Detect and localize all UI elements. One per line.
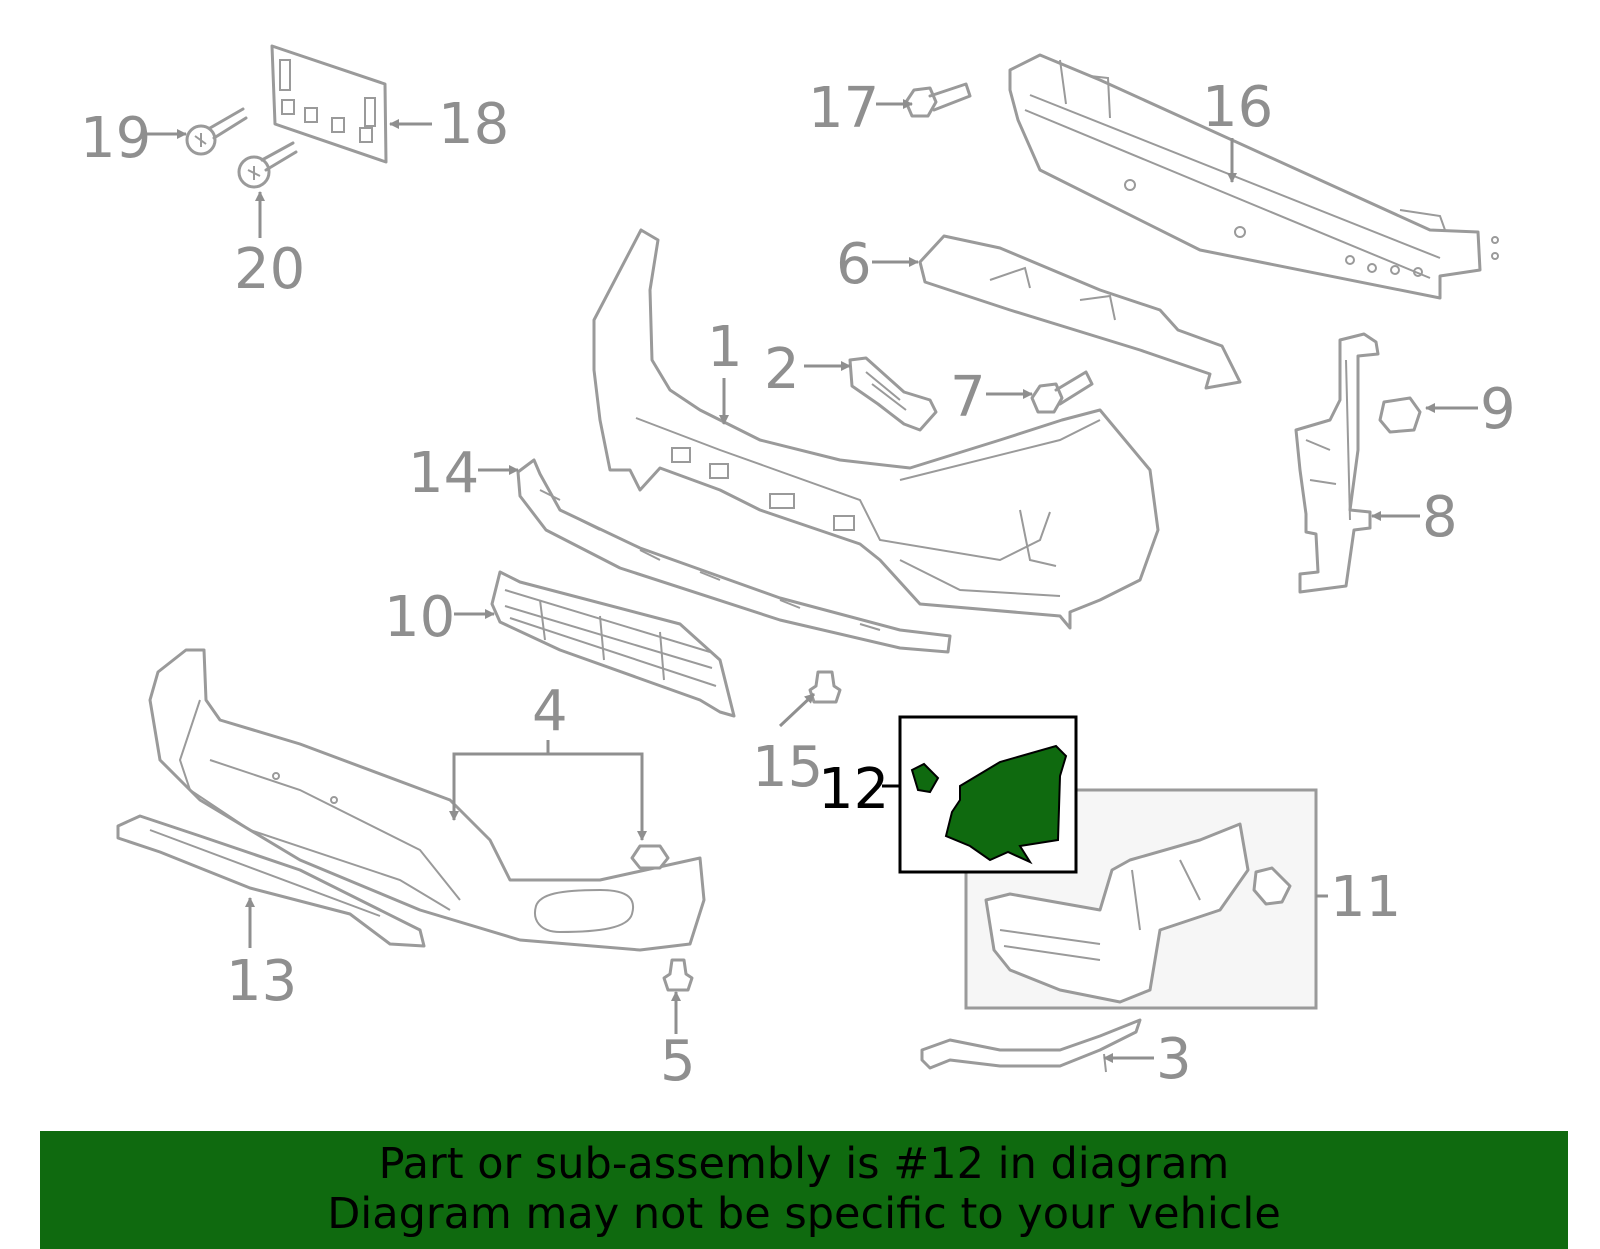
callout-9: 9 [1480, 377, 1516, 442]
part-8-side-bracket[interactable] [1294, 332, 1380, 594]
callout-1: 1 [707, 315, 743, 380]
part-3-trim-strip[interactable] [920, 1018, 1142, 1073]
callout-7: 7 [950, 365, 986, 430]
part-15-clip[interactable] [808, 670, 842, 704]
callout-8: 8 [1422, 485, 1458, 550]
part-12-highlight-box[interactable] [898, 715, 1078, 874]
part-14-molding[interactable] [516, 458, 952, 654]
callout-10: 10 [384, 585, 455, 650]
callout-13: 13 [226, 949, 297, 1014]
part-18-license-bracket[interactable] [270, 44, 388, 164]
callout-14: 14 [408, 441, 479, 506]
part-11-assembly[interactable] [964, 788, 1318, 1010]
callout-6: 6 [836, 232, 872, 297]
callout-19: 19 [80, 106, 151, 171]
part-6-absorber[interactable] [918, 234, 1242, 390]
banner-line-1: Part or sub-assembly is #12 in diagram [378, 1139, 1230, 1189]
part-16-reinforcement-beam[interactable] [1008, 53, 1499, 300]
part-7-bolt[interactable] [1030, 370, 1094, 414]
banner-line-2: Diagram may not be specific to your vehi… [327, 1189, 1281, 1239]
callout-16: 16 [1202, 75, 1273, 140]
part-9-nut[interactable] [1378, 396, 1422, 434]
part-13-skid-strip[interactable] [116, 814, 426, 948]
part-19-screw[interactable] [185, 107, 248, 156]
part-17-bolt[interactable] [904, 82, 972, 118]
callout-labels: 19 18 20 17 16 6 1 2 7 9 8 14 10 15 4 12… [80, 75, 1516, 1094]
part-10-lower-grille[interactable] [490, 570, 736, 718]
callout-17: 17 [808, 76, 879, 141]
part-12-garnish[interactable] [944, 744, 1068, 865]
callout-12: 12 [818, 757, 889, 822]
part-5-clip[interactable] [662, 958, 694, 992]
callout-2: 2 [764, 337, 800, 402]
callout-15: 15 [752, 735, 823, 800]
callout-18: 18 [438, 92, 509, 157]
part-4-lower-cover[interactable] [148, 648, 706, 952]
callout-5: 5 [660, 1029, 696, 1094]
leader-lines [146, 99, 1478, 1063]
callout-11: 11 [1330, 865, 1401, 930]
callout-20: 20 [234, 237, 305, 302]
part-2-bracket[interactable] [848, 356, 938, 432]
part-12-clip[interactable] [910, 762, 940, 794]
part-1-bumper-cover[interactable] [592, 228, 1160, 630]
callout-3: 3 [1156, 1027, 1192, 1092]
part-info-banner: Part or sub-assembly is #12 in diagram D… [40, 1131, 1568, 1249]
callout-4: 4 [532, 679, 568, 744]
part-20-screw[interactable] [237, 141, 298, 189]
